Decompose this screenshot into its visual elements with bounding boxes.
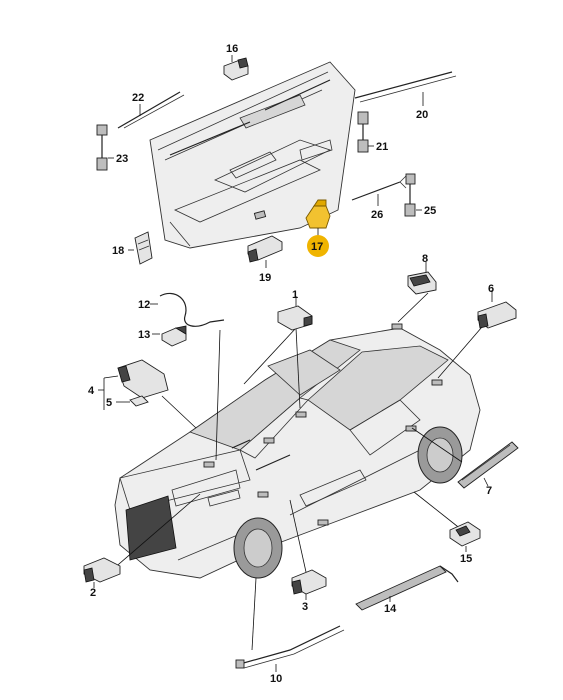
- callout-3: 3: [302, 601, 308, 613]
- callout-5: 5: [106, 397, 112, 409]
- part-14: 14: [355, 565, 459, 615]
- callout-14: 14: [384, 603, 397, 615]
- part-25: 25: [404, 173, 436, 217]
- part-23: 23: [96, 124, 128, 171]
- callout-23: 23: [116, 153, 128, 165]
- part-12: 12: [138, 292, 225, 327]
- part-5: 5: [106, 395, 149, 409]
- callout-22: 22: [132, 92, 144, 104]
- part-4: 4: [88, 359, 169, 410]
- part-6: 6: [477, 283, 517, 329]
- part-13: 13: [138, 325, 187, 347]
- part-17-highlighted: 17: [305, 199, 331, 257]
- car-body: [114, 323, 481, 579]
- part-15: 15: [449, 521, 481, 565]
- part-18: 18: [112, 231, 153, 265]
- door-trim-panel: [149, 61, 356, 249]
- callout-17-badge: [307, 235, 329, 257]
- car-leaders: [111, 292, 489, 651]
- callout-4: 4: [88, 385, 95, 397]
- callout-21: 21: [376, 141, 388, 153]
- callout-18: 18: [112, 245, 124, 257]
- callout-10: 10: [270, 673, 282, 685]
- part-8: 8: [407, 253, 437, 295]
- callout-2: 2: [90, 587, 96, 599]
- callout-7: 7: [486, 485, 492, 497]
- part-7: 7: [457, 441, 519, 497]
- part-16: 16: [223, 43, 249, 81]
- callout-16: 16: [226, 43, 238, 55]
- callout-13: 13: [138, 329, 150, 341]
- callout-1: 1: [292, 289, 298, 301]
- callout-25: 25: [424, 205, 436, 217]
- part-3: 3: [291, 569, 327, 613]
- callout-8: 8: [422, 253, 428, 265]
- callout-15: 15: [460, 553, 472, 565]
- part-22: 22: [117, 91, 185, 129]
- part-20: 20: [354, 71, 457, 121]
- part-19: 19: [247, 235, 283, 284]
- part-21: 21: [357, 111, 388, 153]
- part-2: 2: [83, 557, 121, 599]
- callout-6: 6: [488, 283, 494, 295]
- callout-19: 19: [259, 272, 271, 284]
- callout-26: 26: [371, 209, 383, 221]
- part-1: 1: [277, 289, 313, 331]
- callout-20: 20: [416, 109, 428, 121]
- callout-12: 12: [138, 299, 150, 311]
- part-26: 26: [351, 173, 409, 221]
- part-10: 10: [235, 625, 345, 685]
- callout-17: 17: [311, 241, 323, 253]
